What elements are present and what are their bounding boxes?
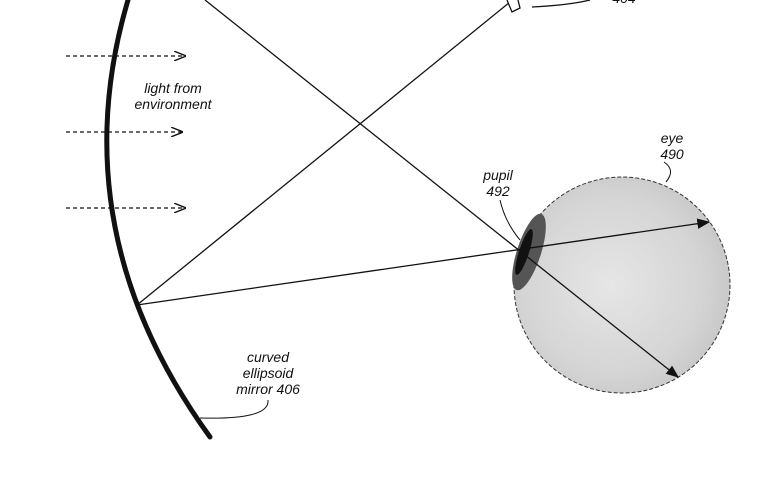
eye-label: eye [661,130,684,146]
pupil-number: 492 [486,183,510,199]
mirror-label-line3: mirror 406 [236,381,300,397]
curved-ellipsoid-mirror [104,0,213,440]
ray-top-to-eye [204,0,680,378]
pupil-center [515,229,533,275]
eye-globe [513,176,731,394]
eye-leader-line [663,161,671,183]
eye-number: 490 [660,146,684,162]
projector-element [506,0,521,13]
mirror-leader-line [199,399,269,419]
ray-mirror-to-projector [136,1,511,306]
ray-mirror-to-eye [136,218,711,306]
pupil-leader-line [499,199,521,241]
top-leader-line [531,0,591,8]
mirror-label-line2: ellipsoid [243,365,295,381]
light-label-line2: environment [134,96,212,112]
light-label-line1: light from [144,80,202,96]
top-partial-label: 404 [612,0,636,6]
pupil-label: pupil [482,167,513,183]
mirror-label-line1: curved [247,349,290,365]
